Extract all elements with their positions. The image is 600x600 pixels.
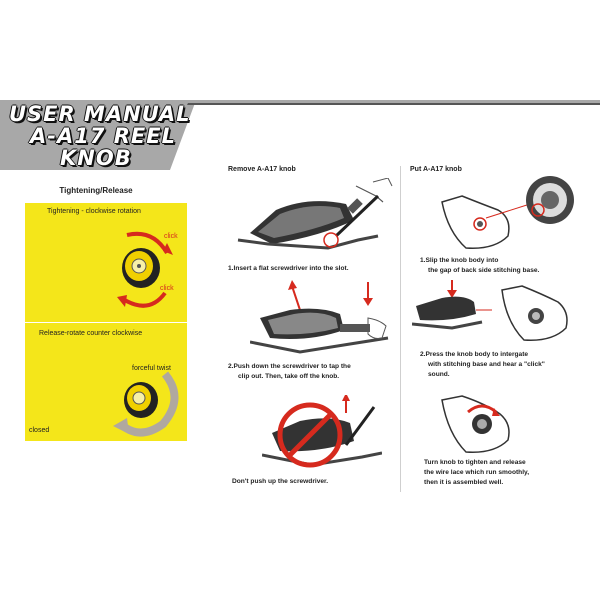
put-step2-illustration [412, 280, 568, 341]
put-step1-line1: 1.Slip the knob body into [420, 257, 499, 264]
put-step2-line1: 2.Press the knob body to intergate [420, 351, 529, 358]
put-heading: Put A-A17 knob [410, 166, 462, 173]
prohibited-icon [277, 402, 343, 468]
remove-step2-text: 2.Push down the screwdriver to tap the c… [228, 362, 351, 382]
remove-step2-illustration [250, 280, 389, 354]
remove-heading: Remove A-A17 knob [228, 166, 296, 173]
click-label-bottom: click [160, 285, 174, 292]
header-banner: USER MANUAL A-A17 REEL KNOB [0, 100, 600, 170]
title-line-2: A-A17 REEL [30, 124, 176, 148]
release-knob-illustration [113, 371, 179, 437]
remove-step2-line1: 2.Push down the screwdriver to tap the [228, 363, 351, 370]
panel-divider [25, 322, 187, 323]
click-label-top: click [164, 233, 178, 240]
put-step1-text: 1.Slip the knob body into the gap of bac… [420, 256, 539, 276]
remove-step1-illustration [237, 178, 393, 250]
section-title-tightening: Tightening/Release [59, 186, 133, 195]
put-step3-line1: Turn knob to tighten and release [424, 459, 526, 466]
put-step2-line2: with stitching base and hear a "click" [428, 361, 545, 368]
tightening-label: Tightening - clockwise rotation [47, 208, 141, 215]
tightening-panel: Tightening - clockwise rotation click cl… [25, 203, 187, 441]
put-step3-line2: the wire lace which run smoothly, [424, 469, 530, 476]
put-step2-text: 2.Press the knob body to intergate with … [420, 350, 545, 380]
put-step3-text: Turn knob to tighten and release the wir… [424, 458, 529, 488]
remove-step2-line2: clip out. Then, take off the knob. [238, 373, 340, 380]
release-label: Release-rotate counter clockwise [39, 330, 143, 337]
warning-illustration [262, 395, 382, 468]
banner-shape [0, 100, 600, 170]
tighten-knob-illustration [117, 231, 173, 308]
put-step1-line2: the gap of back side stitching base. [428, 267, 540, 274]
forceful-twist-label: forceful twist [132, 365, 171, 372]
clockwise-arrow-bottom [121, 291, 167, 308]
put-step3-line3: then it is assembled well. [424, 479, 504, 486]
counter-clockwise-arrow [120, 371, 179, 437]
title-line-3: KNOB [60, 146, 132, 170]
warning-text: Don't push up the screwdriver. [232, 478, 329, 485]
title-line-1: USER MANUAL [9, 102, 191, 126]
put-step2-line3: sound. [428, 371, 450, 378]
rotate-arrow-icon [467, 404, 497, 414]
closed-label: closed [29, 427, 50, 434]
remove-step1-text: 1.Insert a flat screwdriver into the slo… [228, 265, 349, 272]
put-step3-illustration [441, 395, 510, 453]
put-step1-illustration [441, 176, 574, 249]
column-divider [400, 166, 401, 492]
